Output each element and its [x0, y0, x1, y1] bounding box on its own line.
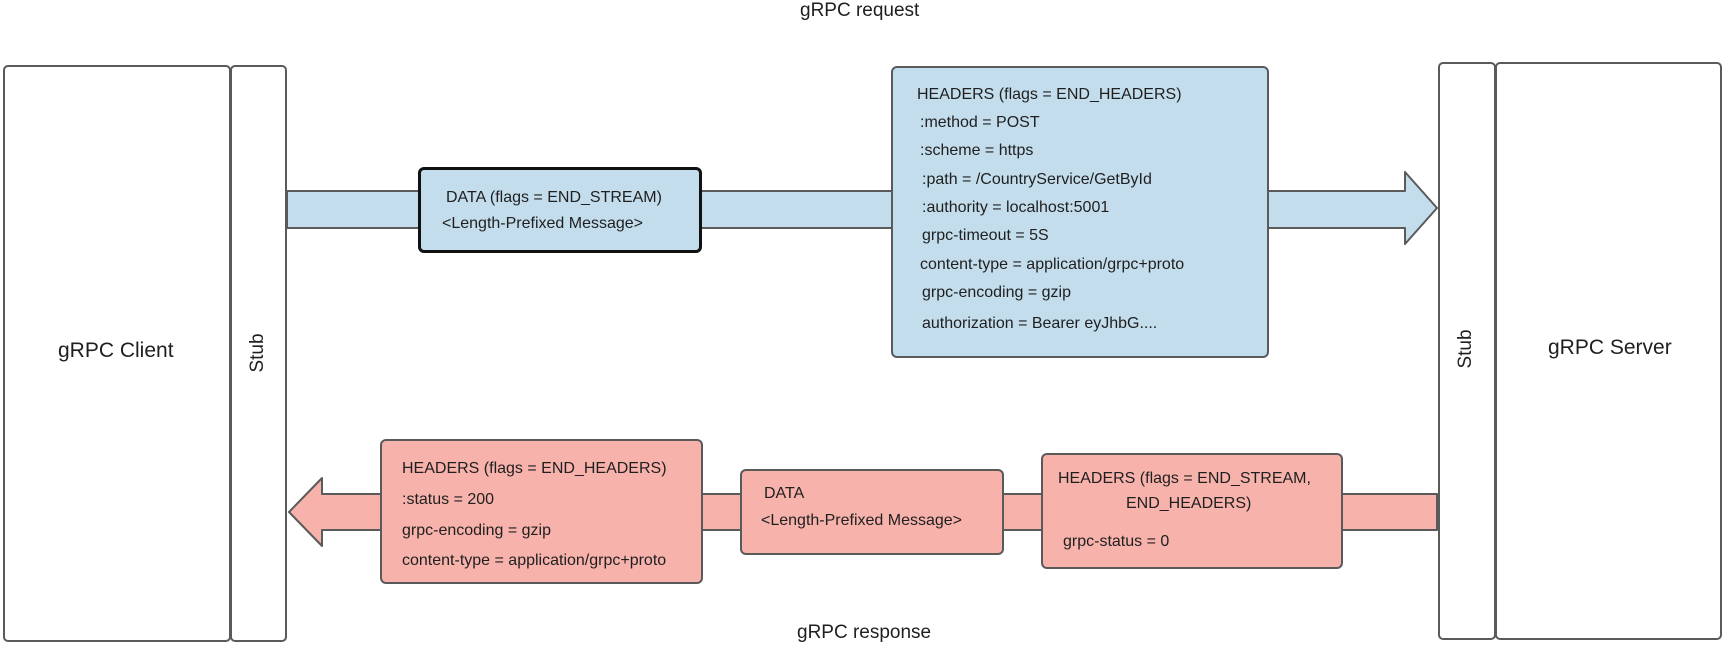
frame-line: END_HEADERS)	[1126, 495, 1252, 512]
request-caption: gRPC request	[800, 0, 920, 21]
frame-line: DATA (flags = END_STREAM)	[446, 189, 662, 206]
frame-line: HEADERS (flags = END_STREAM,	[1058, 470, 1311, 487]
server-stub-label: Stub	[1455, 329, 1476, 369]
frame-line: <Length-Prefixed Message>	[442, 215, 644, 232]
frame-line: :scheme = https	[920, 142, 1034, 159]
frame-line: content-type = application/grpc+proto	[402, 552, 667, 569]
request-headers-frame: HEADERS (flags = END_HEADERS) :method = …	[891, 66, 1269, 358]
frame-line: grpc-encoding = gzip	[922, 284, 1071, 301]
frame-line: grpc-encoding = gzip	[402, 522, 551, 539]
grpc-client-label: gRPC Client	[58, 339, 174, 362]
frame-line: content-type = application/grpc+proto	[920, 256, 1185, 273]
frame-line: :method = POST	[920, 114, 1040, 131]
frame-line: authorization = Bearer eyJhbG....	[922, 315, 1158, 332]
frame-line: :path = /CountryService/GetById	[922, 171, 1152, 188]
frame-line: grpc-status = 0	[1063, 533, 1170, 550]
frame-line: <Length-Prefixed Message>	[761, 512, 963, 529]
grpc-server-block	[1495, 62, 1722, 640]
response-caption: gRPC response	[797, 622, 932, 643]
frame-line: :status = 200	[402, 491, 495, 508]
frame-line: HEADERS (flags = END_HEADERS)	[402, 460, 667, 477]
response-data-frame: DATA <Length-Prefixed Message>	[740, 469, 1004, 555]
frame-line: DATA	[764, 485, 805, 502]
grpc-client-block	[3, 65, 231, 642]
client-stub	[230, 65, 287, 642]
request-data-frame: DATA (flags = END_STREAM) <Length-Prefix…	[418, 167, 702, 253]
frame-line: HEADERS (flags = END_HEADERS)	[917, 86, 1182, 103]
response-headers-frame: HEADERS (flags = END_HEADERS) :status = …	[380, 439, 703, 584]
frame-line: grpc-timeout = 5S	[922, 227, 1049, 244]
frame-line: :authority = localhost:5001	[922, 199, 1110, 216]
response-trailers-frame: HEADERS (flags = END_STREAM, END_HEADERS…	[1041, 453, 1343, 569]
client-stub-label: Stub	[247, 333, 268, 373]
grpc-server-label: gRPC Server	[1548, 336, 1672, 359]
